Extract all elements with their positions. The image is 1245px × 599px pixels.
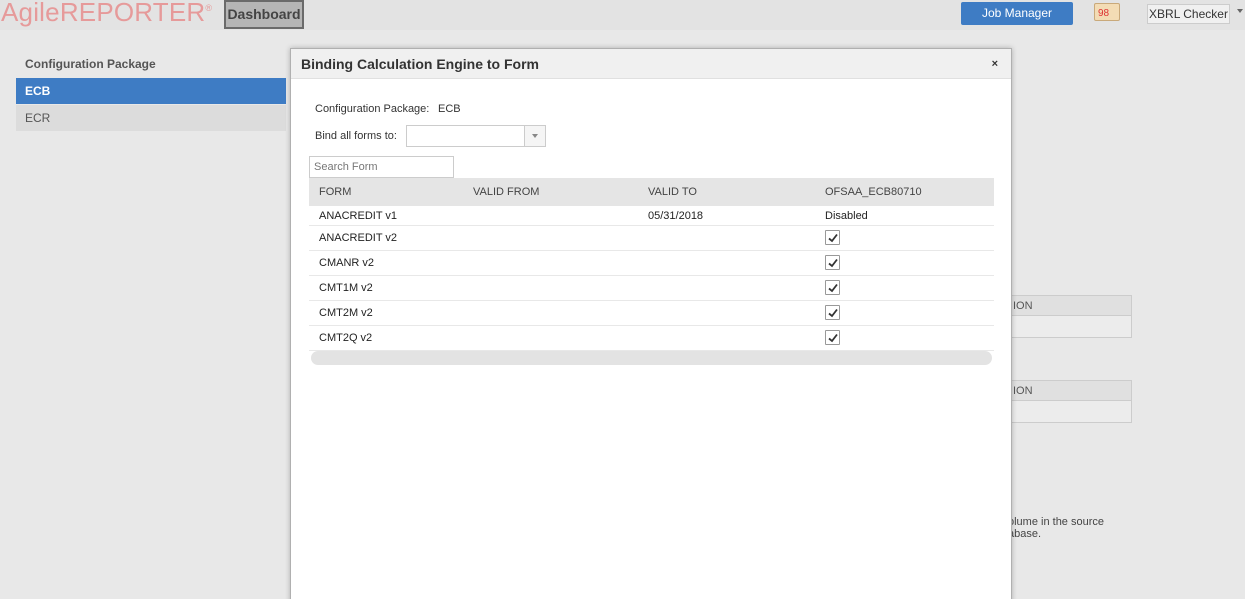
- horizontal-scrollbar[interactable]: [311, 351, 992, 365]
- table-header: FORM VALID FROM VALID TO OFSAA_ECB80710: [309, 178, 994, 206]
- configuration-package-heading: Configuration Package: [25, 57, 156, 71]
- logo-text: AgileREPORTER: [1, 0, 206, 27]
- forms-table: FORM VALID FROM VALID TO OFSAA_ECB80710 …: [309, 178, 994, 351]
- engine-checkbox[interactable]: [825, 305, 840, 320]
- engine-checkbox[interactable]: [825, 280, 840, 295]
- search-form-input[interactable]: [309, 156, 454, 178]
- column-header-engine[interactable]: OFSAA_ECB80710: [825, 186, 922, 198]
- chevron-down-icon[interactable]: [1237, 9, 1243, 13]
- binding-dialog: Binding Calculation Engine to Form × Con…: [290, 48, 1012, 599]
- form-name: ANACREDIT v1: [319, 210, 398, 222]
- column-header-form[interactable]: FORM: [319, 186, 352, 198]
- package-item-ecb[interactable]: ECB: [16, 78, 286, 104]
- checkmark-icon: [828, 333, 838, 343]
- form-name: CMT2Q v2: [319, 332, 373, 344]
- table-row[interactable]: CMT2M v2: [309, 301, 994, 326]
- background-panel-body: [1001, 316, 1131, 337]
- background-panel: ION: [1000, 295, 1132, 338]
- engine-status: Disabled: [825, 210, 868, 222]
- dashboard-button[interactable]: Dashboard: [224, 0, 304, 29]
- background-panel-header: ION: [1001, 381, 1131, 401]
- table-row[interactable]: CMT1M v2: [309, 276, 994, 301]
- column-header-valid-from[interactable]: VALID FROM: [473, 186, 540, 198]
- checkmark-icon: [828, 233, 838, 243]
- engine-checkbox[interactable]: [825, 255, 840, 270]
- engine-checkbox[interactable]: [825, 330, 840, 345]
- notification-count: 98: [1098, 8, 1110, 19]
- job-manager-button[interactable]: Job Manager: [961, 2, 1073, 25]
- background-panel: ION: [1000, 380, 1132, 423]
- column-header-valid-to[interactable]: VALID TO: [648, 186, 697, 198]
- background-text-line: abase.: [1008, 528, 1042, 540]
- form-name: CMT1M v2: [319, 282, 373, 294]
- close-icon[interactable]: ×: [991, 58, 998, 70]
- background-panel-body: [1001, 401, 1131, 422]
- bind-all-forms-label: Bind all forms to:: [315, 130, 397, 142]
- package-item-ecr[interactable]: ECR: [16, 105, 286, 131]
- form-name: CMT2M v2: [319, 307, 373, 319]
- background-panel-header: ION: [1001, 296, 1131, 316]
- form-name: CMANR v2: [319, 257, 375, 269]
- engine-checkbox[interactable]: [825, 230, 840, 245]
- configuration-package-label: Configuration Package:: [315, 103, 430, 115]
- checkmark-icon: [828, 258, 838, 268]
- table-row[interactable]: CMANR v2: [309, 251, 994, 276]
- dialog-header: Binding Calculation Engine to Form ×: [291, 49, 1011, 79]
- checkmark-icon: [828, 308, 838, 318]
- valid-to: 05/31/2018: [648, 210, 704, 222]
- table-row[interactable]: ANACREDIT v2: [309, 226, 994, 251]
- bind-all-forms-select[interactable]: [406, 125, 546, 147]
- chevron-down-icon[interactable]: [524, 126, 545, 146]
- background-text-line: olume in the source: [1008, 516, 1104, 528]
- table-row[interactable]: CMT2Q v2: [309, 326, 994, 351]
- table-row[interactable]: ANACREDIT v1 05/31/2018 Disabled: [309, 206, 994, 226]
- form-name: ANACREDIT v2: [319, 232, 398, 244]
- logo-registered-mark: ®: [205, 3, 213, 13]
- xbrl-checker-button[interactable]: XBRL Checker: [1147, 4, 1230, 24]
- checkmark-icon: [828, 283, 838, 293]
- notification-envelope-icon[interactable]: 98: [1094, 3, 1120, 21]
- app-logo[interactable]: AgileREPORTER®: [1, 0, 212, 28]
- dialog-title: Binding Calculation Engine to Form: [301, 56, 539, 72]
- configuration-package-value: ECB: [438, 103, 461, 115]
- top-bar: AgileREPORTER® Dashboard Job Manager 98 …: [0, 0, 1245, 30]
- background-description: olume in the source abase.: [1008, 516, 1104, 540]
